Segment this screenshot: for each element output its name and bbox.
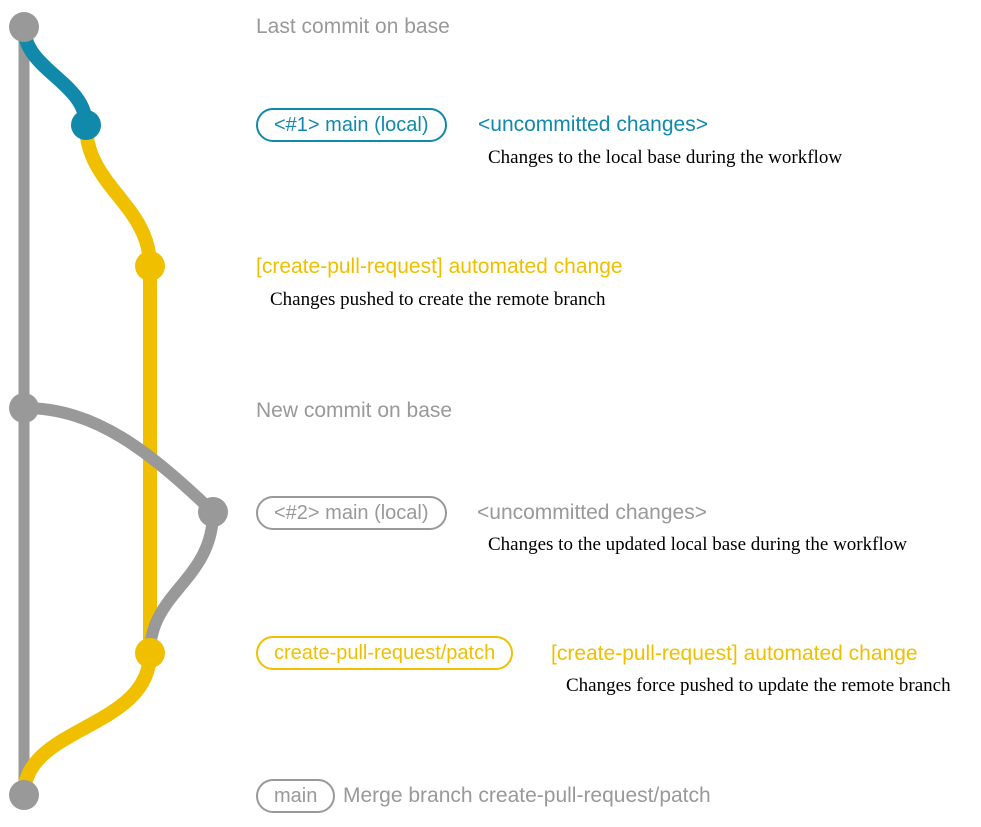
subject-local-2: <uncommitted changes> [477, 501, 707, 524]
subject-automated-change-1: [create-pull-request] automated change [256, 255, 623, 278]
subject-automated-change-2: [create-pull-request] automated change [551, 642, 918, 665]
node-last-commit-on-base [9, 12, 39, 42]
branch-line-local-2 [18, 402, 219, 518]
node-merge-commit [9, 780, 39, 810]
description-automated-change-1: Changes pushed to create the remote bran… [270, 289, 606, 310]
label-last-commit-on-base: Last commit on base [256, 15, 450, 38]
badge-local-2-label: <#2> main (local) [274, 502, 429, 524]
description-local-1: Changes to the local base during the wor… [488, 147, 843, 168]
branch-line-local-1 [17, 20, 93, 132]
badge-main[interactable]: main [256, 779, 336, 813]
badge-create-pull-request-patch-label: create-pull-request/patch [274, 642, 496, 664]
badge-create-pull-request-patch[interactable]: create-pull-request/patch [256, 636, 514, 670]
badge-local-1-label: <#1> main (local) [274, 114, 429, 136]
description-automated-change-2: Changes force pushed to update the remot… [566, 675, 951, 696]
branch-line-patch-upper [79, 118, 157, 273]
description-local-2: Changes to the updated local base during… [488, 534, 907, 555]
badge-main-label: main [274, 785, 318, 807]
node-local-1 [71, 110, 101, 140]
branch-line-merge-to-base [17, 646, 157, 802]
branch-line-local-2-merge [144, 506, 219, 659]
node-automated-change-1 [135, 251, 165, 281]
label-new-commit-on-base: New commit on base [256, 399, 453, 422]
subject-local-1: <uncommitted changes> [478, 113, 708, 136]
badge-local-2[interactable]: <#2> main (local) [256, 496, 447, 530]
badge-local-1[interactable]: <#1> main (local) [256, 108, 447, 142]
node-automated-change-2 [135, 638, 165, 668]
node-new-commit-on-base [9, 393, 39, 423]
node-local-2 [198, 497, 228, 527]
subject-merge-commit: Merge branch create-pull-request/patch [343, 784, 711, 807]
